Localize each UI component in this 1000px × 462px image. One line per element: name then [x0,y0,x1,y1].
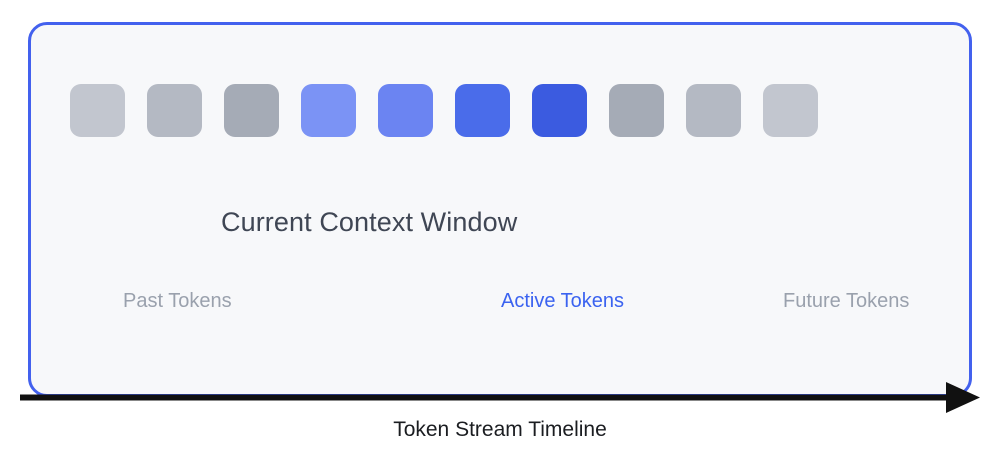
token-block-row [70,84,840,137]
timeline-arrow-icon [20,382,980,413]
future-token-1 [609,84,664,137]
panel-title: Current Context Window [221,207,518,237]
future-token-2 [686,84,741,137]
timeline-caption: Token Stream Timeline [393,418,607,441]
zone-label-active-tokens: Active Tokens [501,290,625,312]
past-token-2 [147,84,202,137]
past-token-1 [70,84,125,137]
context-window-panel: Current Context Window Past Tokens Activ… [28,22,972,397]
active-token-2 [378,84,433,137]
active-token-1 [301,84,356,137]
future-token-3 [763,84,818,137]
past-token-3 [224,84,279,137]
active-token-3 [455,84,510,137]
zone-label-past-tokens: Past Tokens [123,290,232,312]
active-token-4 [532,84,587,137]
zone-label-future-tokens: Future Tokens [783,290,910,312]
arrow-head [946,382,980,413]
